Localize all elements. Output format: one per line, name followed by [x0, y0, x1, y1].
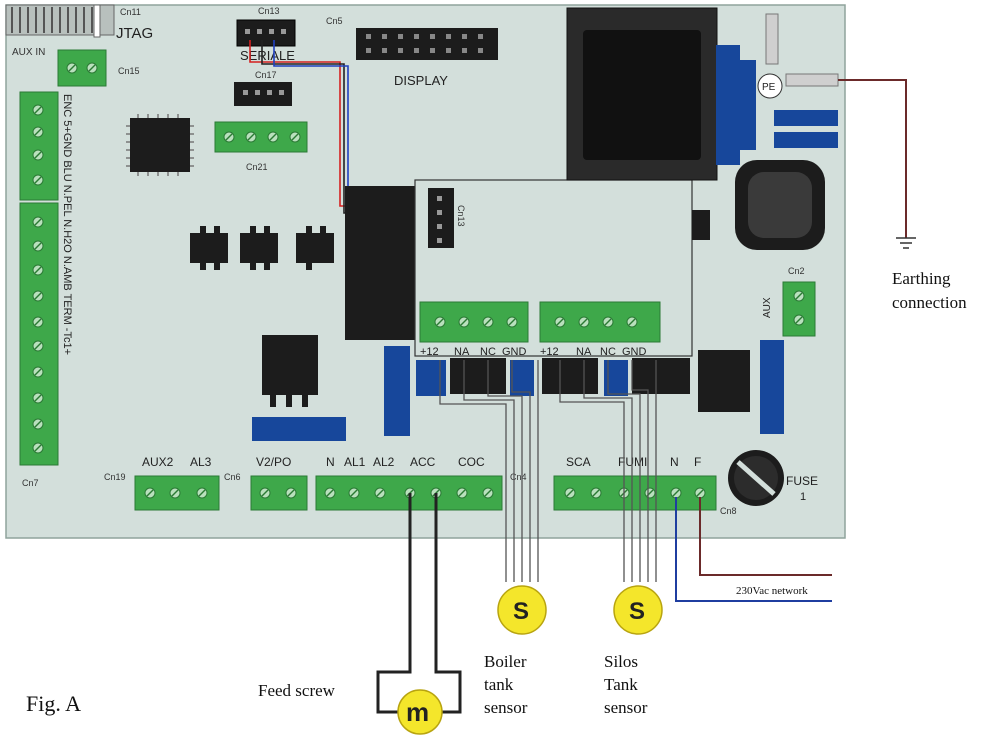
boiler-label-2: tank: [484, 675, 514, 694]
cn13-sub-label: Cn13: [456, 205, 466, 227]
earthing-wire: [838, 79, 907, 238]
boiler-label-1: Boiler: [484, 652, 527, 671]
cn17-label: Cn17: [255, 70, 277, 80]
relay-2: [542, 358, 598, 394]
pin-2-nc: NC: [600, 346, 616, 358]
silos-label-2: Tank: [604, 675, 638, 694]
blue-block-1: [774, 110, 838, 126]
aux-terminal: [782, 281, 816, 337]
earthing-label-line1: Earthing: [892, 269, 951, 288]
coc-label: COC: [458, 455, 485, 469]
boiler-sensor: [497, 585, 547, 635]
pin-1-gnd: GND: [502, 346, 527, 358]
aux-in-terminal: [57, 49, 107, 87]
capacitor-tall: [760, 340, 784, 434]
acc-label: ACC: [410, 455, 436, 469]
cn19-label: Cn19: [104, 472, 126, 482]
fuse-holder: [728, 450, 784, 506]
cn6-terminal: [250, 475, 308, 511]
display-header: [356, 28, 498, 60]
pin-1-plus12: +12: [420, 346, 439, 358]
transistor-row: [190, 226, 334, 270]
microcontroller-chip: [126, 114, 194, 176]
ground-symbol: [896, 237, 916, 249]
blue-block-2: [774, 132, 838, 148]
pin-2-plus12: +12: [540, 346, 559, 358]
aux2-label: AUX2: [142, 455, 174, 469]
capacitor-small-2: [510, 360, 534, 396]
silos-sensor-wires: [559, 360, 657, 582]
cn21-label: Cn21: [246, 162, 268, 172]
boiler-sensor-wires: [439, 360, 539, 582]
cn6-label: Cn6: [224, 472, 241, 482]
silos-label-3: sensor: [604, 698, 648, 717]
motor-wires: [376, 493, 462, 714]
v2po-label: V2/PO: [256, 455, 291, 469]
cn11-label: Cn11: [120, 7, 141, 17]
network-wires: [675, 497, 832, 602]
cn2-label: Cn2: [788, 266, 805, 276]
fuse-number: 1: [800, 491, 806, 503]
ic-square: [698, 350, 750, 412]
cn8-terminal: [553, 475, 717, 511]
earthing-label-line2: connection: [892, 293, 967, 312]
regulator: [262, 335, 318, 407]
pe-tab-vertical: [765, 13, 779, 65]
feed-screw-label: Feed screw: [258, 681, 336, 700]
pin-1-na: NA: [454, 346, 470, 358]
pe-tab-horizontal: [785, 73, 839, 87]
silos-sensor-symbol: S: [629, 598, 645, 625]
pe-circle: [757, 73, 783, 99]
al1-label: AL1: [344, 455, 366, 469]
capacitor-right-vertical: [716, 45, 740, 165]
network-label: 230Vac network: [736, 585, 808, 597]
cn8-label: Cn8: [720, 506, 737, 516]
boiler-label-3: sensor: [484, 698, 528, 717]
al3-label: AL3: [190, 455, 212, 469]
cn7-side-label: ENC 5+GND BLU N.PEL N.H2O N.AMB TERM -Tc…: [61, 94, 73, 355]
relay-3: [632, 358, 690, 394]
pin-2-na: NA: [576, 346, 592, 358]
relay-1: [450, 358, 506, 394]
motor-symbol: m: [406, 697, 429, 727]
silos-label-1: Silos: [604, 652, 638, 671]
capacitor-vertical-1: [384, 346, 410, 436]
jtag-header: [5, 4, 115, 38]
boiler-sensor-symbol: S: [513, 598, 529, 625]
pe-label: PE: [762, 82, 776, 93]
cn7-label: Cn7: [22, 478, 39, 488]
seriale-label: SERIALE: [240, 48, 295, 63]
feed-screw-motor: [397, 689, 443, 735]
inductor: [735, 160, 825, 250]
aux-in-label: AUX IN: [12, 47, 45, 58]
capacitor-small-1: [416, 360, 446, 396]
n-label: N: [326, 455, 335, 469]
capacitor-horizontal: [252, 417, 346, 441]
cn5-label: Cn5: [326, 16, 343, 26]
smd-component: [692, 210, 710, 240]
silos-sensor: [613, 585, 663, 635]
jtag-label: JTAG: [116, 25, 153, 42]
cn4-label: Cn4: [510, 472, 527, 482]
pin-2-gnd: GND: [622, 346, 647, 358]
display-label: DISPLAY: [394, 73, 448, 88]
aux-label: AUX: [762, 297, 773, 318]
fuse-label: FUSE: [786, 474, 818, 488]
f-label: F: [694, 455, 701, 469]
figure-label: Fig. A: [26, 691, 81, 716]
fumi-label: FUMI: [618, 455, 647, 469]
pin-1-nc: NC: [480, 346, 496, 358]
sca-label: SCA: [566, 455, 591, 469]
n2-label: N: [670, 455, 679, 469]
al2-label: AL2: [373, 455, 395, 469]
cn13-top-label: Cn13: [258, 6, 280, 16]
cn15-label: Cn15: [118, 66, 140, 76]
